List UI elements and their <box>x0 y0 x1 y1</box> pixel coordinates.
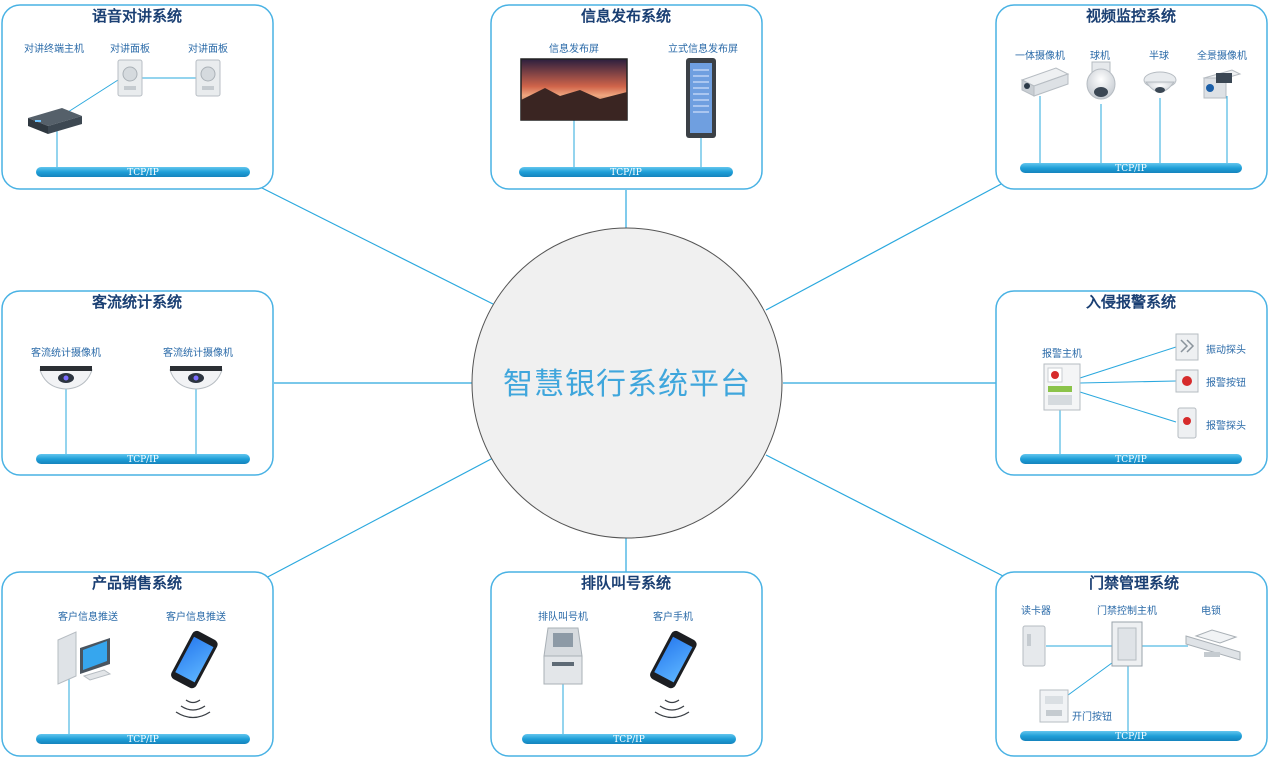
center-circle <box>471 227 783 539</box>
device-label: 客流统计摄像机 <box>31 346 101 359</box>
panel-frame <box>995 290 1268 476</box>
device-label: 立式信息发布屏 <box>668 42 738 55</box>
intercom-host-icon <box>28 108 82 134</box>
alarm-button-icon <box>1175 369 1199 393</box>
panel-title: 视频监控系统 <box>1086 7 1176 25</box>
device-label: 报警按钮 <box>1206 376 1246 389</box>
access-controller-icon <box>1111 621 1143 667</box>
panel-access: 门禁管理系统 读卡器 门禁控制主机 电锁 开门按钮 T <box>995 571 1268 757</box>
connector-lines <box>257 182 1004 581</box>
link-sales <box>261 457 494 581</box>
intercom-panel-icon <box>117 59 143 97</box>
bus-label: TCP/IP <box>1115 732 1147 742</box>
device-label: 开门按钮 <box>1072 710 1112 723</box>
counting-camera-icon <box>39 366 93 390</box>
device-label: 对讲终端主机 <box>24 42 84 55</box>
bus-label: TCP/IP <box>127 455 159 465</box>
panel-frame <box>490 571 763 757</box>
queue-machine-icon <box>543 627 583 685</box>
tcpip-bus <box>36 454 250 464</box>
bus-label: TCP/IP <box>613 735 645 745</box>
panel-info-release: 信息发布系统 信息发布屏 立式信息发布屏 TCP/IP <box>490 4 763 190</box>
tcpip-bus <box>36 167 250 177</box>
panel-people-count: 客流统计系统 客流统计摄像机 客流统计摄像机 TCP/IP <box>1 290 274 476</box>
panel-title: 排队叫号系统 <box>581 574 671 592</box>
device-label: 门禁控制主机 <box>1097 604 1157 617</box>
panel-intrusion: 入侵报警系统 报警主机 振动探头 报警按钮 报警探头 <box>995 290 1268 476</box>
speed-dome-icon <box>1086 61 1116 100</box>
device-label: 报警主机 <box>1042 347 1082 360</box>
electric-lock-icon <box>1185 629 1241 661</box>
bullet-camera-icon <box>1020 67 1070 97</box>
bus-label: TCP/IP <box>127 168 159 178</box>
device-label: 排队叫号机 <box>538 610 588 623</box>
card-reader-icon <box>1022 625 1046 667</box>
panel-frame <box>1 290 274 476</box>
link-video <box>765 182 1004 311</box>
tcpip-bus <box>1020 454 1242 464</box>
device-label: 一体摄像机 <box>1015 49 1065 62</box>
panel-title: 产品销售系统 <box>92 574 182 592</box>
dome-camera-icon <box>1143 71 1177 93</box>
bus-label: TCP/IP <box>610 168 642 178</box>
alarm-detector-icon <box>1177 407 1197 439</box>
device-label: 对讲面板 <box>188 42 228 55</box>
vibration-sensor-icon <box>1175 333 1199 361</box>
panel-title: 客流统计系统 <box>91 293 182 311</box>
panel-intercom: 语音对讲系统 对讲终端主机 对讲面板 对讲面板 TCP/IP <box>1 4 274 190</box>
mobile-phone-icon <box>171 630 218 719</box>
alarm-host-icon <box>1043 363 1081 411</box>
bus-label: TCP/IP <box>127 735 159 745</box>
tcpip-bus <box>519 167 733 177</box>
tcpip-bus <box>36 734 250 744</box>
link-intercom <box>257 185 494 305</box>
device-label: 信息发布屏 <box>549 42 599 55</box>
device-label: 客户信息推送 <box>166 610 226 623</box>
tcpip-bus <box>522 734 736 744</box>
panel-frame <box>1 571 274 757</box>
panel-title: 入侵报警系统 <box>1086 293 1176 311</box>
bus-label: TCP/IP <box>1115 164 1147 174</box>
center-platform: 智慧银行系统平台 <box>471 227 783 539</box>
display-screen-icon <box>520 58 628 121</box>
device-label: 球机 <box>1090 49 1110 62</box>
device-label: 全景摄像机 <box>1197 49 1247 62</box>
device-label: 振动探头 <box>1206 343 1246 356</box>
panel-sales: 产品销售系统 客户信息推送 客户信息推送 TCP/IP <box>1 571 274 757</box>
panoramic-camera-icon <box>1202 69 1242 99</box>
device-label: 半球 <box>1149 49 1169 62</box>
standing-display-icon <box>686 58 716 138</box>
panel-title: 信息发布系统 <box>581 7 671 25</box>
device-label: 对讲面板 <box>110 42 150 55</box>
device-label: 客流统计摄像机 <box>163 346 233 359</box>
center-title: 智慧银行系统平台 <box>503 367 751 402</box>
exit-button-icon <box>1039 689 1069 723</box>
panel-title: 门禁管理系统 <box>1089 574 1179 592</box>
device-label: 客户信息推送 <box>58 610 118 623</box>
device-label: 客户手机 <box>653 610 693 623</box>
computer-icon <box>57 631 112 685</box>
panel-frame <box>995 4 1268 190</box>
tcpip-bus <box>1020 731 1242 741</box>
device-label: 电锁 <box>1201 604 1221 617</box>
counting-camera-icon <box>169 366 223 390</box>
link-access <box>765 454 1004 577</box>
mobile-phone-icon <box>650 630 697 719</box>
intercom-panel-icon <box>195 59 221 97</box>
tcpip-bus <box>1020 163 1242 173</box>
panel-frame <box>1 4 274 190</box>
device-label: 报警探头 <box>1206 419 1246 432</box>
device-label: 读卡器 <box>1021 604 1051 617</box>
panel-queue: 排队叫号系统 排队叫号机 客户手机 TCP/IP <box>490 571 763 757</box>
panel-video: 视频监控系统 一体摄像机 球机 半球 全景摄像机 <box>995 4 1268 190</box>
bus-label: TCP/IP <box>1115 455 1147 465</box>
panel-title: 语音对讲系统 <box>92 7 182 25</box>
